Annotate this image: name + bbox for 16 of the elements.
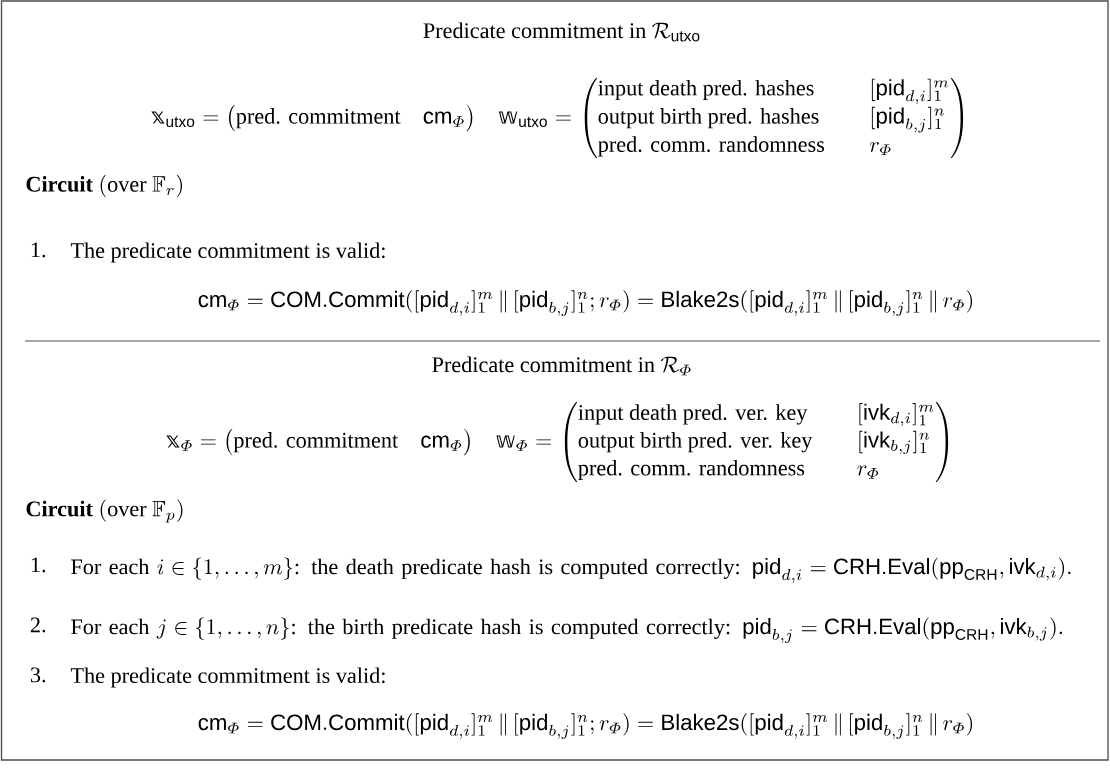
item-text: The predicate commitment is valid: [70, 242, 385, 263]
relation-formula: $𝕩_{\varPhi} = \bigl(\text{pred. commitment}\quad \mathsf{cm}_{\varPhi}\bigr) \quad 𝕨_{\varPhi} = \left(\begin{array}{@{}l@{\qquad}l@{}}\text{input death pred. ver. key} & [\mathsf{ivk}_{d,i}]_1^m \\ \text{output birth pred. ver. key} & [\mathsf{ivk}_{b,j}]_1^n \\ \text{pred. comm. randomness} & r_{\varPhi}\end{array}\right)$ [166, 402, 949, 482]
item-number: 3. [30, 667, 46, 683]
item-text: $\text{For each } j \in \{1,\ldots,n\}\text{: the birth predicate hash is computed correctly: } \mathsf{pid}_{b,j} = \mathsf{CRH.Eval}(\mathsf{pp}_{\mathsf{CRH}}, \mathsf{ivk}_{b,j}).$ [71, 617, 1062, 643]
item-text: $\text{For each } i \in \{1,\ldots,m\}\text{: the death predicate hash is computed correctly: } \mathsf{pid}_{d,i} = \mathsf{CRH.Eval}(\mathsf{pp}_{\mathsf{CRH}}, \mathsf{ivk}_{d,i}).$ [71, 557, 1071, 583]
circuit-heading: $\textbf{Circuit}\ (\text{over }\mathbb{F}_r)$ [26, 174, 182, 198]
item-number: 1. [31, 557, 46, 573]
commitment-formula: $\mathsf{cm}_{\varPhi} = \mathsf{COM.Commit}([\mathsf{pid}_{d,i}]_1^m \,\|\, [\mathsf{pid}_{b,j}]_1^n ; r_{\varPhi}) = \mathsf{Blake2s}([\mathsf{pid}_{d,i}]_1^m \,\|\, [\mathsf{pid}_{b,j}]_1^n \,\|\, r_{\varPhi})$ [198, 290, 973, 316]
section-title: $\text{Predicate commitment in }\mathcal{R}_{\varPhi}$ [432, 356, 691, 376]
item-text: The predicate commitment is valid: [70, 667, 385, 688]
relation-formula: $𝕩_{\mathsf{utxo}} = \bigl(\text{pred. commitment}\quad \mathsf{cm}_{\varPhi}\bigr) \quad 𝕨_{\mathsf{utxo}} = \left(\begin{array}{@{}l@{\qquad}l@{}}\text{input death pred. hashes} & [\mathsf{pid}_{d,i}]_1^m \\ \text{output birth pred. hashes} & [\mathsf{pid}_{b,j}]_1^n \\ \text{pred. comm. randomness} & r_{\varPhi}\end{array}\right)$ [151, 78, 964, 158]
circuit-heading: $\textbf{Circuit}\ (\text{over }\mathbb{F}_p)$ [26, 499, 183, 523]
item-number: 1. [31, 242, 46, 258]
commitment-formula: $\mathsf{cm}_{\varPhi} = \mathsf{COM.Commit}([\mathsf{pid}_{d,i}]_1^m \,\|\, [\mathsf{pid}_{b,j}]_1^n ; r_{\varPhi}) = \mathsf{Blake2s}([\mathsf{pid}_{d,i}]_1^m \,\|\, [\mathsf{pid}_{b,j}]_1^n \,\|\, r_{\varPhi})$ [198, 713, 973, 739]
section-title: $\text{Predicate commitment in }\mathcal{R}_{\mathsf{utxo}}$ [423, 22, 700, 42]
item-number: 2. [30, 617, 46, 633]
